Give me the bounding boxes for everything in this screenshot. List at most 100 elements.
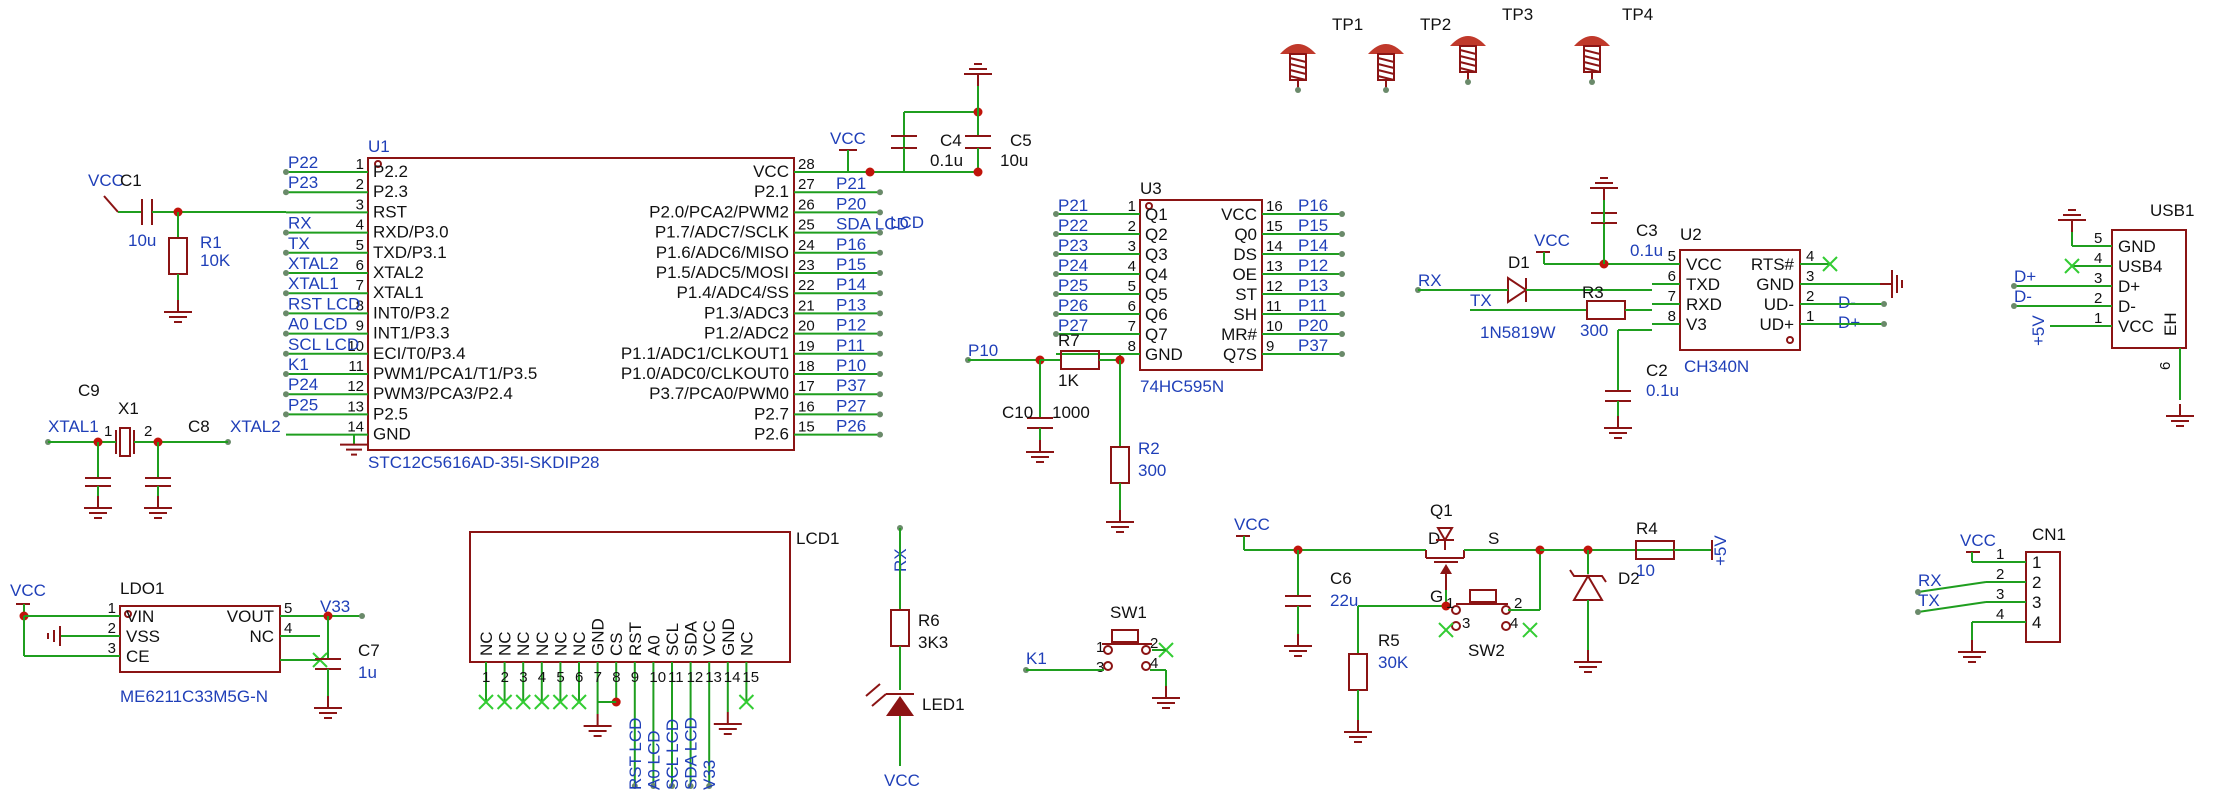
u1-vcc-label: VCC [830, 129, 866, 148]
u3-pin-name: MR# [1221, 325, 1257, 344]
c10-value: 1000 [1052, 403, 1090, 422]
u3-pin-number: 10 [1266, 318, 1283, 335]
pin-end [877, 391, 883, 398]
u1-pin-number: 12 [347, 378, 364, 395]
junction-dot [1441, 601, 1451, 611]
pin-end [877, 411, 883, 418]
pin-end [1053, 231, 1059, 237]
net-label-lcd-rst-lcd: RST LCD [626, 718, 645, 790]
u1-part: STC12C5616AD-35I-SKDIP28 [368, 453, 600, 472]
pin-end [706, 783, 713, 789]
usb1-5v-net: +5V [2029, 315, 2048, 346]
cn1-pin-number: 3 [1996, 586, 2004, 603]
net-label-a0-lcd: A0 LCD [288, 315, 348, 334]
net-label-u3-p12: P12 [1298, 256, 1328, 275]
net-label-p26: P26 [836, 417, 866, 436]
u2-pin-number: 1 [1806, 308, 1814, 325]
u1-pin-name: P2.2 [373, 162, 408, 181]
u3-pin-name: Q4 [1145, 265, 1168, 284]
u3-pin-number: 4 [1128, 258, 1136, 275]
pin-end [283, 229, 289, 236]
usb1-pin-number: 4 [2094, 250, 2102, 267]
pin-end [283, 371, 289, 377]
test-point-head [1280, 44, 1316, 54]
usb1-pin-number: 2 [2094, 290, 2102, 307]
net-label-p12: P12 [836, 316, 866, 335]
pin-end [1053, 311, 1059, 317]
u2-part: CH340N [1684, 357, 1749, 376]
test-point-thread [1583, 67, 1601, 73]
c1-vcc-flag [103, 195, 119, 213]
net-label-u3-p25: P25 [1058, 276, 1088, 295]
u1-pin-name: RXD/P3.0 [373, 223, 449, 242]
u3-pin-name: Q2 [1145, 225, 1168, 244]
u2-pin-name: TXD [1686, 275, 1720, 294]
u1-pin-number: 16 [798, 398, 815, 415]
u3-pin-name: Q0 [1234, 225, 1257, 244]
u2-body [1679, 249, 1801, 351]
ldo1-ref: LDO1 [120, 579, 164, 598]
net-label-u3-p26: P26 [1058, 296, 1088, 315]
net-label-u3-p37: P37 [1298, 336, 1328, 355]
usb1-pin-number: 3 [2094, 270, 2102, 287]
pin-end [877, 209, 883, 216]
resistor-body [168, 237, 188, 275]
u2-vcc-label: VCC [1534, 231, 1570, 250]
pin-end [2011, 303, 2017, 309]
pin-end [877, 189, 883, 196]
r1-value: 10K [200, 251, 231, 270]
no-connect-mark [1438, 622, 1454, 638]
u1-pin-name: XTAL2 [373, 263, 424, 282]
r5-value: 30K [1378, 653, 1409, 672]
pin-end [1915, 589, 1921, 595]
u2-dplus-net: D+ [1838, 313, 1860, 332]
u3-pin-number: 9 [1266, 338, 1274, 355]
net-label-u3-p14: P14 [1298, 236, 1328, 255]
u3-pin-number: 3 [1128, 238, 1136, 255]
no-connect-mark [1822, 256, 1838, 272]
lcd1-pin-name: NC [570, 631, 589, 656]
u1-pin-name: P1.7/ADC7/SCLK [655, 223, 790, 242]
net-label-p11: P11 [836, 336, 865, 355]
lcd1-pin-name: NC [737, 631, 756, 656]
u1-pin-name: P1.5/ADC5/MOSI [656, 263, 789, 282]
r4-value: 10 [1636, 561, 1655, 580]
c10-ref: C10 [1002, 403, 1033, 422]
u1-ref: U1 [368, 137, 390, 156]
lcd1-pin-number: 14 [724, 669, 741, 686]
resistor-body [1348, 653, 1368, 691]
c3-value: 0.1u [1630, 241, 1663, 260]
net-label-u3-p16: P16 [1298, 196, 1328, 215]
net-label-lcd-a0-lcd: A0 LCD [644, 730, 663, 790]
c5-value: 10u [1000, 151, 1028, 170]
cn1-pin-name: 4 [2032, 613, 2041, 632]
u2-pin-name: V3 [1686, 315, 1707, 334]
u3-pin-name: DS [1233, 245, 1257, 264]
sw1-terminal [1103, 661, 1113, 671]
lcd1-pin-number: 1 [482, 669, 490, 686]
xtal1-label: XTAL1 [48, 417, 99, 436]
cn1-rx-net: RX [1918, 571, 1942, 590]
u1-pin1-marker [374, 160, 382, 168]
u2-pin-name: UD+ [1760, 315, 1795, 334]
pin-end [631, 783, 638, 789]
u3-pin-name: Q5 [1145, 285, 1168, 304]
u1-pin-name: P1.4/ADC4/SS [677, 283, 789, 302]
pin-end [1465, 79, 1471, 85]
usb1-pin-name: USB4 [2118, 257, 2162, 276]
test-point-thread [1459, 49, 1477, 55]
u1-pin-number: 8 [356, 297, 364, 314]
pin-end [283, 330, 289, 337]
net-label-tx: TX [288, 234, 310, 253]
u1-pin-number: 1 [356, 156, 364, 173]
pin-end [650, 783, 657, 789]
test-point-thread [1459, 55, 1477, 61]
pin-end [1339, 291, 1345, 297]
pin-end [877, 229, 883, 236]
test-point-label-1: TP1 [1332, 15, 1363, 34]
cn1-pin-name: 2 [2032, 573, 2041, 592]
net-label-lcd-suffix: LCD [890, 213, 924, 232]
resistor-body [1110, 446, 1130, 484]
pin-end [877, 371, 883, 377]
